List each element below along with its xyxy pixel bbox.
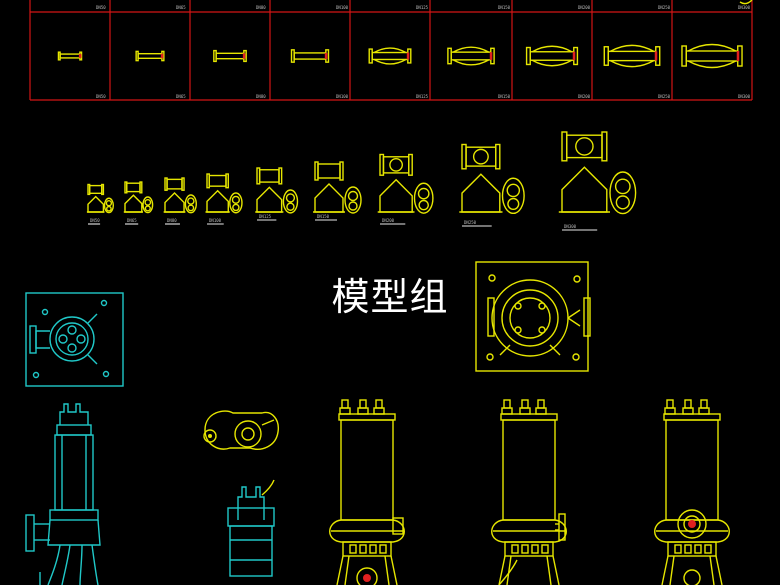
grid-fitting-drawing: [368, 47, 412, 65]
grid-bottom-label: DN150: [498, 94, 511, 99]
grid-bottom-label: DN65: [176, 94, 186, 99]
flange-caption: DN50: [90, 218, 100, 223]
cyan-pump-side-view: [25, 403, 101, 585]
grid-fitting-drawing: [213, 49, 247, 63]
grid-top-labels: DN50 DN65 DN80 DN100 DN125 DN150 DN200 DN250 DN3…: [96, 5, 751, 10]
grid-top-label: DN125: [416, 5, 429, 10]
grid-bottom-label: DN300: [738, 94, 751, 99]
flange-caption: DN300: [564, 224, 577, 229]
grid-top-label: DN100: [336, 5, 349, 10]
pipe-fitting-grid: [29, 0, 753, 101]
flange-elbow-drawing: [86, 183, 115, 214]
yellow-base-plate-top-view: [475, 261, 591, 372]
grid-top-label: DN300: [738, 5, 751, 10]
grid-bottom-label: DN125: [416, 94, 429, 99]
flange-elbow-drawing: [255, 167, 299, 214]
yellow-pump-side-view-1: [329, 399, 405, 585]
flange-elbow-drawing: [163, 177, 197, 214]
flange-caption: DN125: [259, 214, 272, 219]
flange-elbow-drawing: [377, 153, 434, 214]
grid-bottom-label: DN100: [336, 94, 349, 99]
grid-top-label: DN200: [578, 5, 591, 10]
grid-bottom-label: DN50: [96, 94, 106, 99]
flange-elbow-drawing: [205, 173, 243, 214]
small-float-pump: [203, 410, 279, 577]
grid-fitting-drawing: [290, 49, 330, 63]
grid-bottom-label: DN80: [256, 94, 266, 99]
grid-fitting-drawing: [57, 51, 83, 61]
grid-bottom-label: DN200: [578, 94, 591, 99]
grid-fitting-drawing: [135, 50, 165, 62]
grid-fitting-drawing: [681, 43, 743, 69]
flange-elbow-drawing: [123, 181, 154, 214]
corner-fragment: [739, 0, 753, 5]
flange-caption: DN65: [127, 218, 137, 223]
cyan-base-plate-top-view: [25, 292, 124, 387]
grid-top-label: DN65: [176, 5, 186, 10]
grid-bottom-label: DN250: [658, 94, 671, 99]
yellow-pump-side-view-2: [491, 399, 567, 585]
grid-fitting-drawing: [603, 44, 661, 68]
flange-caption: DN150: [317, 214, 330, 219]
grid-fitting-drawing: [525, 45, 579, 67]
model-group-title: 模型组: [331, 275, 449, 319]
grid-fitting-drawing: [447, 46, 495, 66]
flange-elbow-drawing: [313, 161, 362, 214]
flange-row: [86, 131, 637, 215]
grid-top-label: DN250: [658, 5, 671, 10]
flange-caption: DN200: [382, 218, 395, 223]
grid-fittings: [57, 43, 743, 69]
grid-top-label: DN50: [96, 5, 106, 10]
yellow-pump-side-view-3: [654, 399, 730, 585]
grid-top-label: DN80: [256, 5, 266, 10]
flange-elbow-drawing: [459, 143, 525, 215]
flange-caption: DN250: [464, 220, 477, 225]
grid-top-label: DN150: [498, 5, 511, 10]
grid-bottom-labels: DN50 DN65 DN80 DN100 DN125 DN150 DN200 DN250 DN3…: [96, 94, 751, 99]
flange-elbow-drawing: [558, 131, 637, 215]
flange-caption: DN80: [167, 218, 177, 223]
flange-caption: DN100: [209, 218, 222, 223]
